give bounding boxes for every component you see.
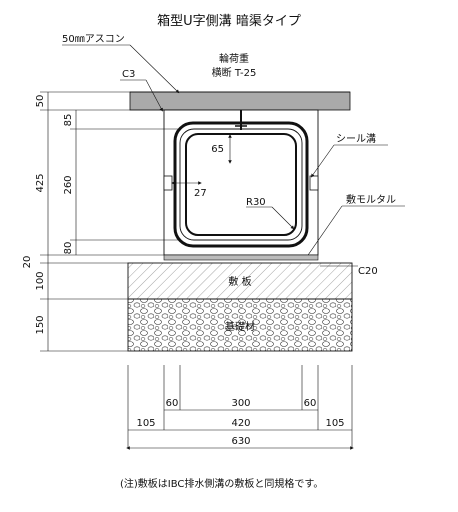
inlet-top-dim: 65 — [211, 144, 224, 155]
bottom-dimensions — [126, 365, 354, 450]
dim-asphalt: 50 — [35, 95, 46, 108]
dim-bottom-slab: 80 — [63, 242, 74, 255]
dim-box-width: 420 — [231, 418, 250, 429]
dim-inner-width: 300 — [231, 398, 250, 409]
foundation-label: 基礎材 — [225, 320, 255, 333]
chamfer-base-label: C20 — [358, 266, 378, 277]
dim-box-total: 425 — [35, 173, 46, 192]
asphalt-label: 50㎜アスコン — [62, 34, 125, 45]
mortar-label: 敷モルタル — [346, 193, 396, 206]
box-culvert — [163, 109, 319, 256]
base-plate — [127, 262, 353, 300]
dim-foundation: 150 — [35, 315, 46, 334]
asphalt-layer — [129, 91, 351, 111]
dim-mortar: 20 — [22, 256, 33, 269]
inlet-width-dim: 27 — [194, 188, 207, 199]
dim-plate: 100 — [35, 271, 46, 290]
dim-total-width: 630 — [231, 436, 250, 447]
load-label: 輪荷重 — [219, 52, 249, 65]
drawing-title: 箱型U字側溝 暗渠タイプ — [157, 13, 301, 29]
dim-top-slab: 85 — [63, 114, 74, 127]
footnote: (注)敷板はIBC排水側溝の敷板と同規格です。 — [120, 477, 323, 490]
radius-label: R30 — [246, 197, 266, 208]
dim-margin-right: 105 — [325, 418, 344, 429]
seal-groove-label: シール溝 — [336, 132, 376, 145]
load-grade-label: 横断 T-25 — [212, 66, 257, 79]
dim-margin-left: 105 — [136, 418, 155, 429]
dim-inner-height: 260 — [63, 175, 74, 194]
base-plate-label: 敷 板 — [228, 275, 251, 288]
left-dimensions — [40, 91, 180, 352]
mortar-layer — [163, 254, 319, 261]
dim-wall-left: 60 — [166, 398, 179, 409]
foundation-layer — [127, 298, 353, 352]
dim-wall-right: 60 — [304, 398, 317, 409]
chamfer-top-label: C3 — [122, 69, 135, 80]
